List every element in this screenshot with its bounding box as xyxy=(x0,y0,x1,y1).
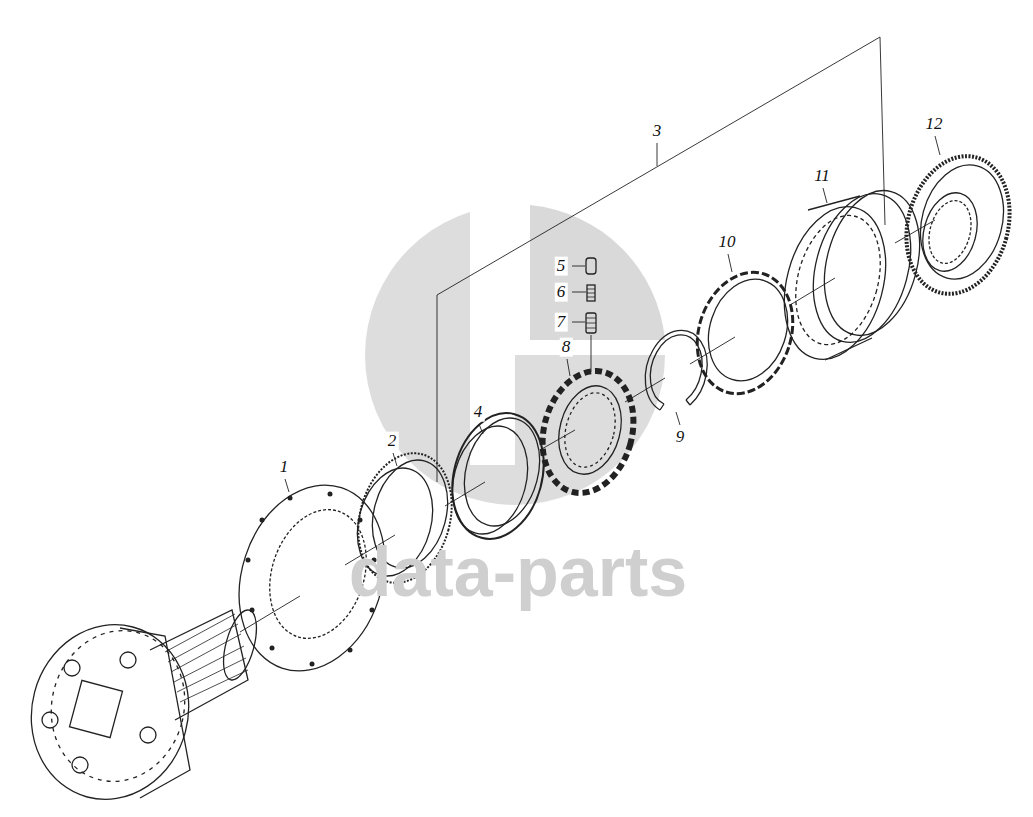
callout-number: 12 xyxy=(924,115,945,134)
blocker-ring xyxy=(682,260,808,406)
watermark: data-parts xyxy=(349,537,687,607)
callout-number: 3 xyxy=(651,122,664,141)
callout-number: 11 xyxy=(812,167,832,186)
callout-number: 8 xyxy=(560,338,573,357)
callout-number: 5 xyxy=(555,257,568,276)
callout-number: 7 xyxy=(555,313,568,332)
callout-number: 2 xyxy=(386,432,399,451)
callout-number: 1 xyxy=(278,458,291,477)
callout-number: 6 xyxy=(555,283,568,302)
callout-number: 10 xyxy=(717,233,738,252)
callout-number: 4 xyxy=(472,403,485,422)
gear xyxy=(892,144,1025,305)
synchro-hub xyxy=(529,361,646,504)
blocker-ring xyxy=(439,403,557,549)
leader-lines xyxy=(285,37,940,492)
axis-line xyxy=(240,220,935,632)
callout-number: 9 xyxy=(674,428,687,447)
detent-parts xyxy=(586,258,596,372)
flange-shaft xyxy=(12,607,263,817)
